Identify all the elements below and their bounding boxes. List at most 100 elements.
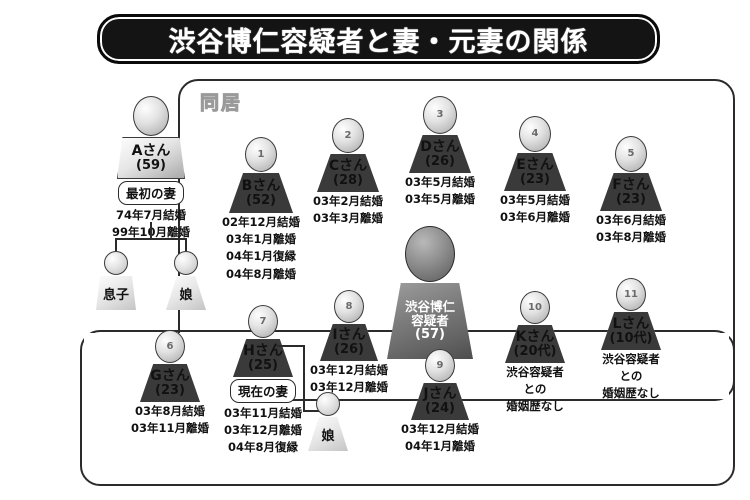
person-badge: 1 [257, 148, 265, 160]
person-body: Cさん (28) [317, 154, 379, 192]
connector-daughter [185, 238, 187, 251]
suspect-name-line1: 渋谷博仁 [404, 298, 455, 314]
person-head-icon: 4 [519, 116, 551, 152]
person-head-icon: 6 [155, 330, 185, 363]
child-head-icon [174, 251, 198, 275]
child-head-icon [104, 251, 128, 275]
person-F: 5 Fさん (23) 03年6月結婚 03年8月離婚 [573, 136, 689, 245]
person-age: (23) [520, 171, 550, 187]
person-name: Iさん [332, 327, 366, 344]
title-banner: 渋谷博仁容疑者と妻・元妻の関係 [97, 14, 660, 64]
person-tag: 現在の妻 [229, 379, 296, 403]
suspect-body: 渋谷博仁 容疑者 (57) [387, 283, 473, 359]
person-body: Lさん (10代) [601, 312, 661, 350]
person-name: Kさん [515, 328, 555, 345]
person-name: Jさん [423, 386, 457, 403]
connector-h-right [277, 345, 304, 347]
person-body: Bさん (52) [229, 173, 293, 213]
person-head-icon: 2 [332, 118, 364, 153]
person-note-0: 74年7月結婚 [115, 208, 186, 222]
person-note-0: 03年8月結婚 [134, 404, 205, 418]
person-name: Gさん [150, 367, 190, 384]
person-head-icon: 10 [520, 291, 550, 324]
person-body: Kさん (20代) [505, 325, 565, 363]
person-note-0: 03年6月結婚 [595, 213, 666, 227]
person-badge: 5 [627, 148, 635, 159]
person-age: (23) [616, 191, 646, 207]
person-body: Iさん (26) [320, 324, 378, 361]
suspect-name-line2: 容疑者 [411, 312, 449, 328]
connector-a-cross [115, 238, 186, 240]
child-label: 息子 [102, 287, 129, 303]
person-head-icon: 8 [334, 290, 364, 323]
person-head-icon: 11 [616, 278, 646, 311]
person-name: Fさん [612, 176, 650, 193]
person-tag: 最初の妻 [117, 181, 184, 205]
person-head-icon: 5 [615, 136, 647, 172]
connector-son [115, 238, 117, 251]
person-D: 3 Dさん (26) 03年5月結婚 03年5月離婚 [382, 96, 498, 207]
person-A: Aさん (59) 最初の妻 74年7月結婚 99年10月離婚 [88, 96, 214, 240]
person-name: Aさん [131, 142, 171, 159]
person-note-1: 03年8月離婚 [595, 230, 666, 245]
person-age: (23) [155, 382, 185, 398]
person-note-0: 03年5月結婚 [404, 175, 475, 189]
person-head-icon: 9 [425, 349, 455, 382]
person-badge: 11 [624, 288, 638, 300]
person-age: (26) [425, 153, 455, 169]
person-body: Eさん (23) [504, 153, 566, 191]
person-age: (26) [334, 342, 364, 358]
person-note-2: 婚姻歴なし [602, 386, 660, 401]
person-badge: 10 [528, 301, 542, 313]
person-head-icon [133, 96, 169, 136]
child-head-icon [316, 392, 340, 416]
person-note-1: 03年1月離婚 [225, 232, 296, 247]
person-body: Aさん (59) [117, 137, 185, 179]
child-label: 娘 [321, 428, 335, 444]
person-note-2: 04年1月復縁 [225, 249, 296, 264]
person-note-3: 04年8月離婚 [225, 266, 296, 281]
person-note-2: 04年8月復縁 [227, 440, 298, 455]
child-daughter-a: 娘 [166, 251, 206, 310]
person-name: Hさん [243, 342, 283, 359]
person-head-icon: 1 [245, 137, 277, 172]
person-note-1: 03年12月離婚 [309, 380, 388, 395]
person-age: (59) [136, 157, 166, 173]
person-head-icon: 7 [248, 305, 278, 338]
person-age: (52) [246, 192, 276, 208]
person-age: (24) [425, 401, 455, 417]
person-note-1: との [523, 382, 547, 397]
person-note-0: 渋谷容疑者 [602, 352, 660, 366]
person-name: Cさん [328, 157, 368, 174]
person-age: (10代) [609, 330, 653, 346]
person-note-0: 02年12月結婚 [221, 215, 300, 229]
person-note-1: 03年12月離婚 [223, 423, 302, 438]
person-note-0: 03年5月結婚 [499, 193, 570, 207]
person-K: 10 Kさん (20代) 渋谷容疑者 との 婚姻歴なし [477, 291, 593, 415]
suspect-figure: 渋谷博仁 容疑者 (57) [378, 226, 482, 359]
person-badge: 6 [166, 340, 174, 352]
person-note-0: 03年11月結婚 [223, 406, 302, 420]
person-note-1: 03年11月離婚 [130, 421, 209, 436]
person-badge: 4 [531, 128, 539, 139]
person-note-2: 婚姻歴なし [506, 399, 564, 414]
suspect-age: (57) [415, 326, 445, 342]
person-L: 11 Lさん (10代) 渋谷容疑者 との 婚姻歴なし [573, 278, 689, 402]
person-badge: 2 [344, 129, 352, 141]
person-J: 9 Jさん (24) 03年12月結婚 04年1月離婚 [382, 349, 498, 454]
child-body: 息子 [96, 276, 136, 310]
person-I: 8 Iさん (26) 03年12月結婚 03年12月離婚 [291, 290, 407, 395]
cohabit-label: 同居 [199, 92, 243, 115]
person-age: (20代) [513, 343, 557, 359]
person-name: Dさん [420, 138, 460, 155]
person-note-1: 04年1月離婚 [404, 439, 475, 454]
person-note-1: 03年5月離婚 [404, 192, 475, 207]
person-badge: 9 [436, 359, 444, 371]
person-note-0: 03年12月結婚 [400, 422, 479, 436]
connector-h-down [303, 345, 305, 411]
suspect-head-icon [405, 226, 455, 282]
person-name: Bさん [241, 177, 281, 194]
person-age: (28) [333, 172, 363, 188]
child-label: 娘 [179, 287, 193, 303]
